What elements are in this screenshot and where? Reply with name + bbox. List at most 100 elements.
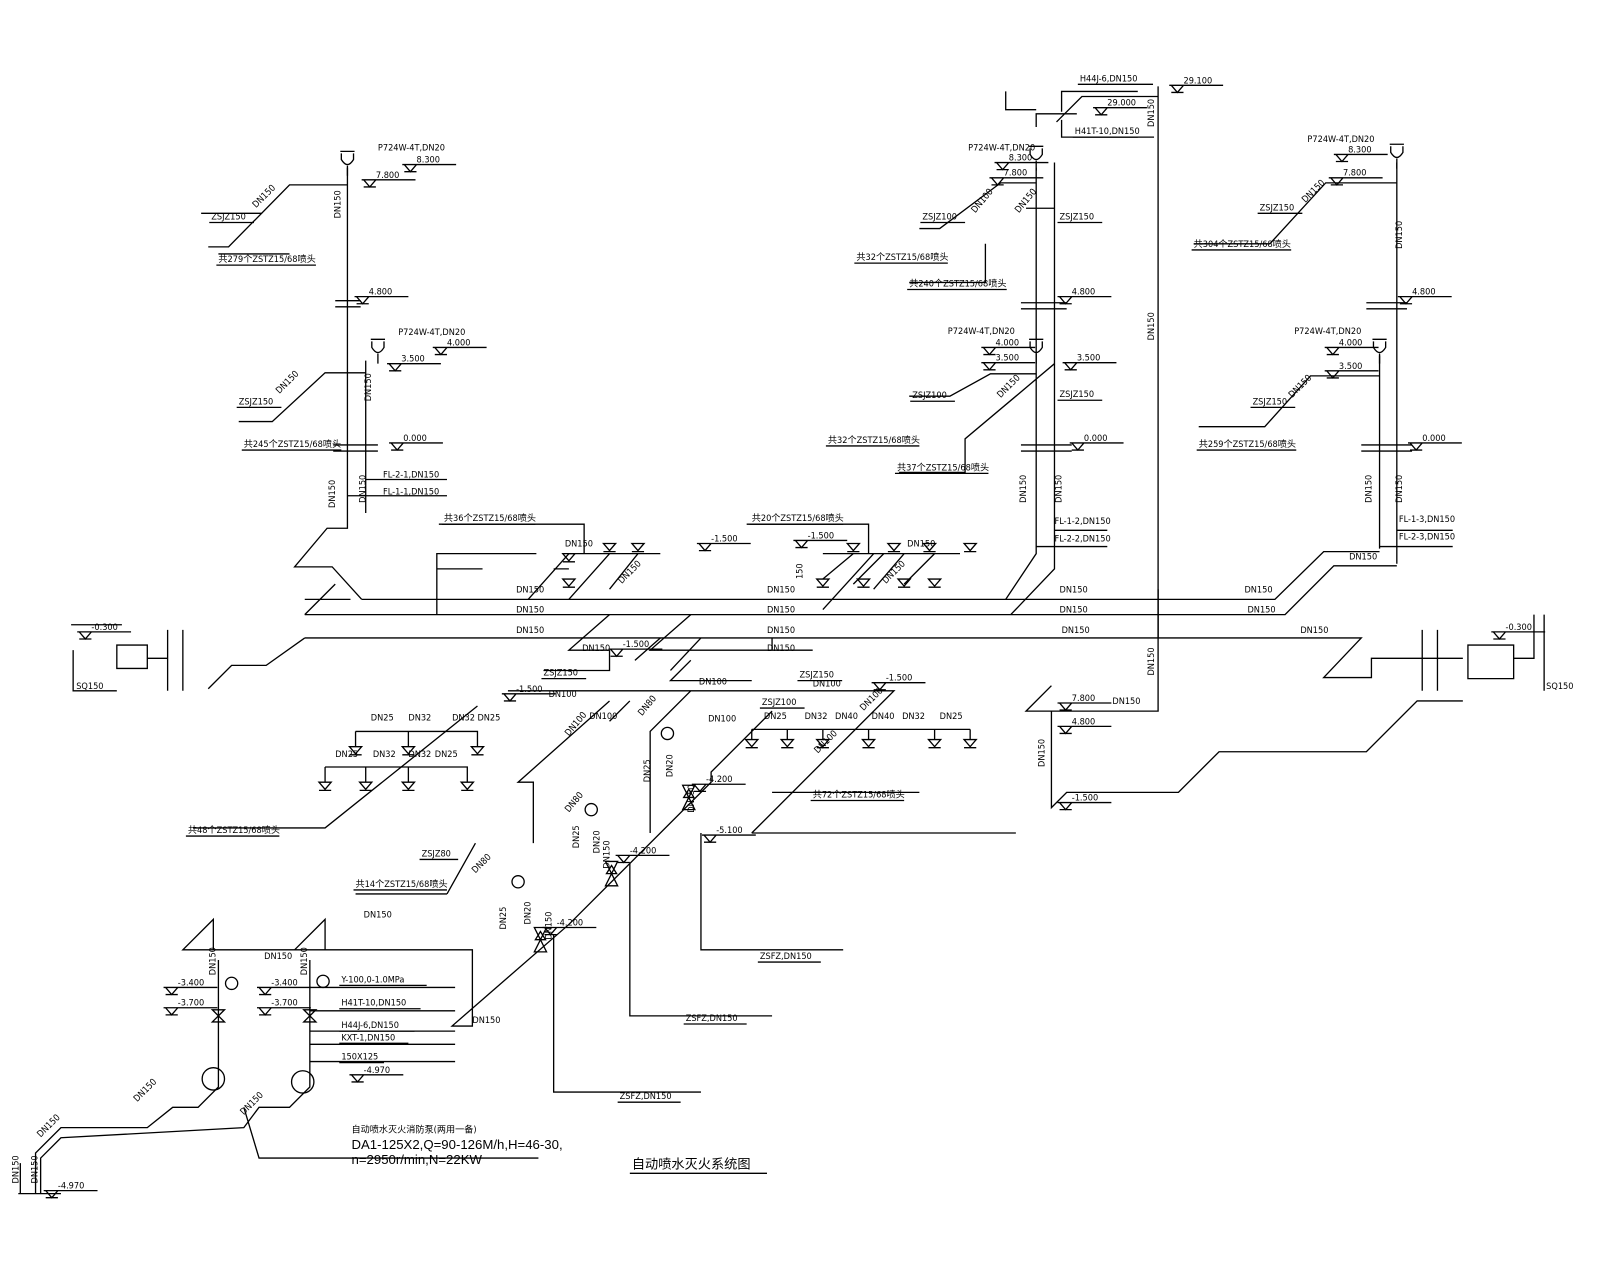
pipe-size-label: DN150: [1300, 626, 1328, 636]
test-valve-icon: [370, 338, 386, 364]
elevation-label: 8.300: [1348, 145, 1372, 155]
sprinkler-head-icon: [400, 781, 416, 792]
elevation-marker-icon: [981, 346, 1036, 356]
riser-left-1: [293, 167, 363, 600]
elevation-marker-icon: [1491, 631, 1546, 640]
elevation-label: -4.200: [706, 775, 732, 785]
elevation-label: 7.800: [1343, 169, 1367, 179]
elevation-label: -1.500: [623, 640, 649, 650]
annotation-label: FL-1-3,DN150: [1399, 515, 1455, 525]
sprinkler-head-icon: [561, 552, 577, 563]
pipe-size-label: DN32: [902, 712, 925, 722]
pipe-size-label: DN150: [1244, 585, 1272, 595]
annotation-label: P724W-4T,DN20: [1294, 327, 1361, 337]
main-pipe-3: [304, 637, 1463, 679]
pipe-size-label: DN150: [208, 947, 218, 975]
pipe-size-label: DN150: [1060, 585, 1088, 595]
sprinkler-head-icon: [779, 738, 795, 749]
pipe-size-label: DN150: [687, 785, 697, 813]
pipe-size-label: DN150: [881, 559, 908, 586]
sprinkler-head-icon: [744, 738, 760, 749]
elevation-marker-icon: [1169, 84, 1224, 94]
elevation-label: 8.300: [417, 156, 441, 166]
pipe-size-label: DN150: [1287, 373, 1314, 400]
pipe-size-label: DN150: [565, 540, 593, 550]
pipe-size-label: DN150: [31, 1155, 41, 1183]
pipe-size-label: DN150: [767, 585, 795, 595]
sprinkler-head-icon: [962, 542, 978, 553]
pipe-size-label: DN150: [1060, 606, 1088, 616]
annotation-label: FL-2-1,DN150: [383, 470, 439, 480]
alarm-valve-icon: [604, 860, 619, 887]
pipe-size-label: DN100: [708, 714, 736, 724]
elevation-marker-icon: [1069, 442, 1124, 452]
sprinkler-head-icon: [962, 738, 978, 749]
pipe-size-label: DN32: [805, 712, 828, 722]
pipe-size-label: DN20: [592, 830, 602, 853]
pipe-size-label: DN150: [11, 1155, 21, 1183]
pipe-size-label: DN150: [767, 606, 795, 616]
pipe-size-label: DN80: [637, 694, 659, 718]
pipe-size-label: DN150: [516, 585, 544, 595]
annotation-label: H44J-6,DN150: [341, 1021, 399, 1031]
sprinkler-head-icon: [896, 578, 912, 588]
test-valve-icon: [1372, 338, 1387, 364]
annotation-label: FL-1-2,DN150: [1054, 517, 1110, 527]
pipe-size-label: DN150: [1395, 475, 1405, 503]
pump-spec-2: n=2950r/min,N=22KW: [351, 1152, 482, 1167]
elevation-marker-icon: [615, 854, 670, 864]
sprinkler-head-icon: [886, 542, 902, 553]
elevation-label: -3.700: [178, 999, 204, 1009]
elevation-marker-icon: [387, 363, 441, 372]
elevation-marker-icon: [257, 986, 311, 996]
gate-valve-icon: [210, 1009, 227, 1023]
pipe-size-label: DN150: [264, 952, 292, 962]
annotation-label: 共304个ZSTZ15/68喷头: [1194, 238, 1291, 250]
annotation-label: P724W-4T,DN20: [378, 143, 445, 153]
annotation-label: ZSJZ150: [799, 671, 834, 681]
annotation-label: P724W-4T,DN20: [1307, 135, 1374, 145]
sprinkler-head-icon: [630, 542, 646, 553]
elevation-marker-icon: [1057, 725, 1112, 735]
elevation-label: -4.200: [630, 846, 656, 856]
annotation-label: P724W-4T,DN20: [968, 143, 1035, 153]
pipe-size-label: DN150: [274, 369, 301, 396]
elevation-marker-icon: [1324, 346, 1379, 356]
annotation-label: SQ150: [76, 682, 103, 692]
pipe-size-label: DN100: [699, 678, 727, 688]
pipe-size-label: DN150: [359, 475, 369, 503]
elevation-label: 0.000: [403, 434, 427, 444]
elevation-label: -3.400: [271, 978, 297, 988]
elevation-marker-icon: [871, 682, 926, 691]
sprinkler-head-icon: [921, 542, 938, 553]
pressure-gauge-icon: [584, 802, 598, 817]
sprinkler-head-icon: [601, 542, 618, 553]
annotation-label: FL-1-1,DN150: [383, 488, 439, 498]
pipe-size-label: DN100: [549, 690, 577, 700]
pipe-size-label: DN150: [36, 1113, 63, 1140]
sprinkler-head-icon: [317, 781, 333, 792]
elevation-label: 3.500: [1339, 362, 1363, 372]
pipe-size-label: DN150: [472, 1016, 500, 1026]
annotation-label: ZSJZ150: [1060, 390, 1095, 400]
elevation-marker-icon: [1057, 801, 1112, 811]
pump-icon: [201, 1067, 226, 1091]
elevation-marker-icon: [501, 693, 556, 702]
elevation-label: 4.800: [369, 288, 393, 298]
pipe-size-label: DN150: [996, 373, 1023, 400]
pipe-size-label: DN25: [940, 712, 963, 722]
branch-left-top: [208, 184, 348, 248]
elevation-label: 8.300: [1009, 154, 1033, 164]
main-pipe-1: [361, 550, 1380, 601]
sprinkler-head-icon: [348, 746, 364, 756]
sprinkler-heads: [201, 143, 1404, 1094]
elevation-label: 3.500: [996, 354, 1020, 364]
elevation-marker-icon: [691, 783, 746, 793]
elevation-label: 3.500: [401, 355, 425, 365]
elevation-marker-icon: [793, 539, 848, 549]
pipe-size-label: DN150: [545, 912, 555, 940]
sprinkler-head-icon: [469, 746, 485, 756]
elevation-marker-icon: [354, 295, 409, 305]
elevation-label: -5.100: [716, 826, 742, 836]
